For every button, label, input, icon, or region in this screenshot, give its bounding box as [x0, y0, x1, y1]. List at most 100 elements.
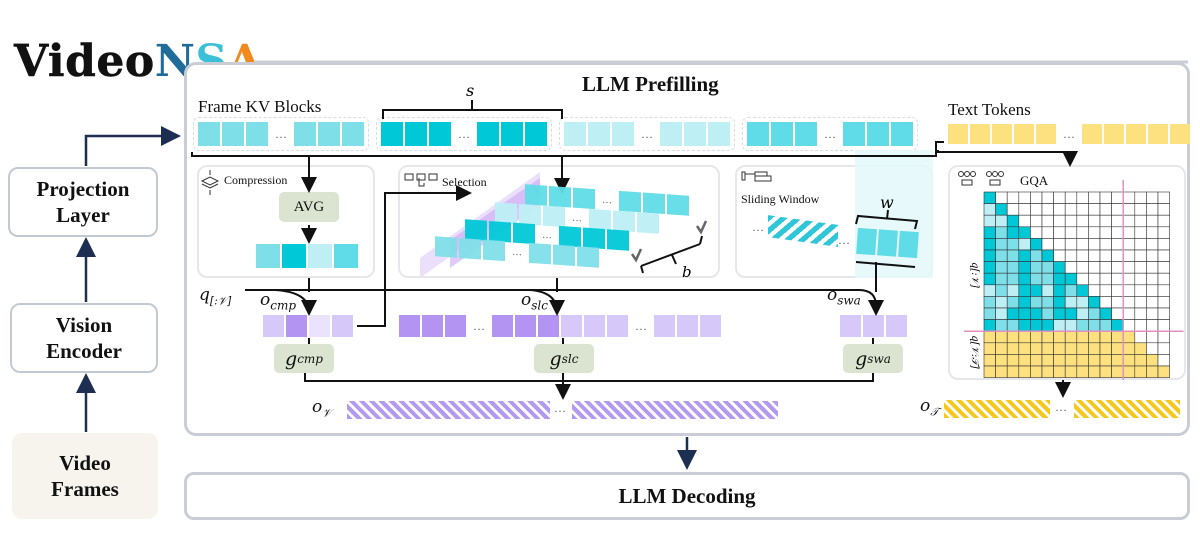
text-token-block: [948, 124, 968, 144]
selection-block: [519, 203, 541, 226]
kv-block: [405, 122, 427, 146]
sliding-window-bracket: [855, 209, 919, 230]
o-slc-block: [584, 315, 605, 337]
arrow-to-gqa: [937, 150, 1078, 167]
o-text-stripe-right: [1074, 400, 1180, 418]
kv-block-group: …: [193, 117, 369, 151]
sliding-window-icon: [741, 171, 772, 182]
kv-block: [747, 122, 769, 146]
o-cmp-blocks: [263, 315, 353, 337]
o-swa-block: [886, 315, 907, 337]
o-video-label: o𝒱: [312, 397, 332, 420]
selection-block: [435, 236, 457, 258]
o-slc-block: [399, 315, 420, 337]
selection-block: [559, 225, 581, 248]
ellipsis: …: [602, 194, 612, 206]
selection-block: [613, 210, 635, 233]
o-cmp-block: [309, 315, 330, 337]
block-size-bracket: [382, 100, 563, 119]
kv-block: [222, 122, 244, 146]
selection-block: [619, 190, 641, 213]
selection-b-bracket: [640, 235, 703, 274]
block-size-symbol: s: [466, 81, 474, 100]
kv-block: [429, 122, 451, 146]
kv-block: [588, 122, 610, 146]
ellipsis: …: [1063, 126, 1075, 141]
selection-block: [483, 239, 505, 262]
compressed-block: [282, 244, 306, 268]
selection-block: [643, 192, 665, 215]
o-video-ellipsis: …: [554, 401, 566, 415]
hand-select-icon: [404, 173, 438, 187]
checkmark-icon: [695, 220, 708, 235]
o-slc-block: [700, 315, 721, 337]
mask-cell: [1157, 365, 1170, 378]
text-token-block: [1170, 124, 1190, 144]
text-token-block: [1126, 124, 1146, 144]
o-swa-block: [863, 315, 884, 337]
o-text-ellipsis: …: [1055, 400, 1067, 414]
llm-decoding-box: LLM Decoding: [184, 472, 1190, 520]
o-cmp-block: [286, 315, 307, 337]
kv-block: [342, 122, 364, 146]
o-slc-block: [515, 315, 536, 337]
selection-block: [529, 242, 551, 265]
kv-block: [891, 122, 913, 146]
videonsa-logo: VideoNSA: [14, 36, 262, 87]
compression-icon: [200, 170, 220, 195]
ellipsis: …: [512, 246, 522, 258]
arrow-o-slc: [529, 289, 565, 316]
ellipsis: …: [572, 212, 582, 224]
o-text-label: o𝒯: [920, 396, 939, 419]
mask-row-label-video: q[:𝒱]: [969, 262, 980, 288]
o-text-stripe-left: [944, 400, 1050, 418]
o-slc-blocks: ……: [399, 315, 721, 337]
selection-block: [489, 220, 511, 243]
selection-block: [667, 194, 689, 216]
o-slc-block: [654, 315, 675, 337]
frame-kv-blocks-label: Frame KV Blocks: [198, 97, 322, 116]
o-slc-block: [561, 315, 582, 337]
selection-block: [577, 246, 599, 268]
ellipsis: …: [824, 126, 836, 141]
arrow-projection-to-prefill: [84, 126, 181, 166]
avg-operation: AVG: [279, 192, 339, 222]
kv-block: [660, 122, 682, 146]
kv-block: [294, 122, 316, 146]
kv-block: [318, 122, 340, 146]
kv-block: [843, 122, 865, 146]
ellipsis: …: [458, 126, 470, 141]
ellipsis: …: [473, 318, 485, 333]
selection-block: [459, 237, 481, 260]
kv-block: [795, 122, 817, 146]
arrow-o-cmp: [274, 289, 317, 316]
o-cmp-label: ocmp: [260, 290, 297, 313]
compressed-block: [256, 244, 280, 268]
o-cmp-block: [263, 315, 284, 337]
selection-block: [525, 184, 547, 206]
kv-bottom-bracket: [191, 141, 944, 157]
kv-block: [708, 122, 730, 146]
ellipsis: …: [542, 229, 552, 241]
checkmark-icon: [630, 248, 643, 263]
compression-label: Compression: [224, 173, 288, 187]
compressed-block: [308, 244, 332, 268]
text-token-block: [1082, 124, 1102, 144]
kv-block: [771, 122, 793, 146]
o-video-stripe-right: [572, 401, 778, 419]
kv-block-group: …: [559, 117, 735, 151]
selection-block: [573, 187, 595, 210]
selection-block: [513, 222, 535, 245]
kv-block: [684, 122, 706, 146]
text-token-block: [970, 124, 990, 144]
text-token-block: [1036, 124, 1056, 144]
text-token-block: [1148, 124, 1168, 144]
kv-block: [867, 122, 889, 146]
o-slc-block: [677, 315, 698, 337]
swa-ellipsis-right: …: [838, 233, 850, 247]
selection-block: [553, 244, 575, 267]
